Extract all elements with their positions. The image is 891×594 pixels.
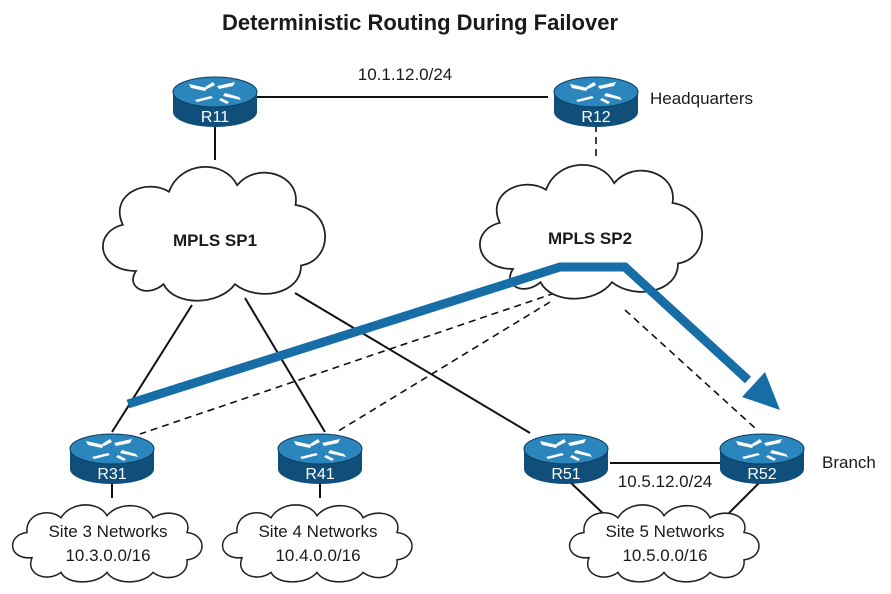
router-r11-label: R11	[201, 109, 229, 126]
router-r12-label: R12	[581, 109, 610, 126]
router-r41-label: R41	[305, 466, 334, 483]
link-sp2-r41-dashed	[334, 301, 551, 434]
router-r51[interactable]: R51	[523, 433, 609, 485]
link-sp1-r51	[294, 292, 531, 434]
router-r52[interactable]: R52	[719, 433, 805, 485]
router-r41[interactable]: R41	[277, 433, 363, 485]
site5-name: Site 5 Networks	[605, 522, 724, 541]
cloud-sp2-label: MPLS SP2	[548, 229, 632, 248]
link-sp1-r41	[244, 297, 326, 433]
branch-link-subnet: 10.5.12.0/24	[618, 472, 713, 491]
site3-name: Site 3 Networks	[48, 522, 167, 541]
diagram-title: Deterministic Routing During Failover	[222, 10, 618, 35]
site4-name: Site 4 Networks	[258, 522, 377, 541]
site4-cloud	[221, 504, 413, 583]
router-r31[interactable]: R31	[69, 433, 155, 485]
link-sp2-r31-dashed	[139, 292, 556, 435]
headquarters-label: Headquarters	[650, 89, 753, 108]
router-r52-label: R52	[747, 466, 776, 483]
router-r12[interactable]: R12	[553, 76, 639, 128]
cloud-sp1-label: MPLS SP1	[173, 231, 257, 250]
hq-link-subnet: 10.1.12.0/24	[358, 65, 453, 84]
router-r51-label: R51	[551, 466, 580, 483]
branch-label: Branch	[822, 453, 876, 472]
site5-prefix: 10.5.0.0/16	[622, 546, 707, 565]
site3-prefix: 10.3.0.0/16	[65, 546, 150, 565]
router-r31-label: R31	[97, 466, 126, 483]
backup-links	[139, 125, 756, 435]
failover-path	[126, 262, 752, 409]
links	[111, 96, 761, 521]
site5-cloud	[568, 504, 760, 583]
site4-prefix: 10.4.0.0/16	[275, 546, 360, 565]
site3-cloud	[11, 504, 203, 583]
link-sp2-r52-dashed	[624, 309, 756, 429]
failover-path-arrowhead	[742, 372, 780, 410]
link-sp1-r31	[111, 304, 193, 433]
router-r11[interactable]: R11	[172, 76, 258, 128]
